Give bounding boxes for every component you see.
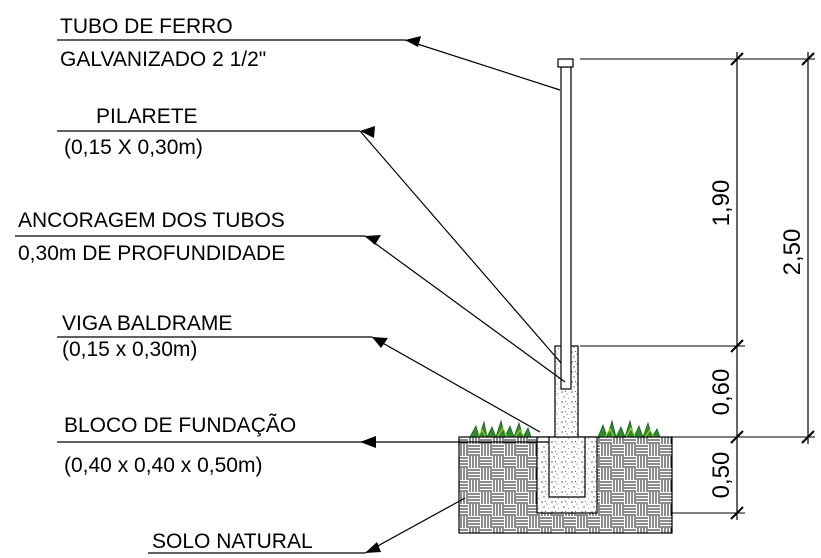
leader-tubo bbox=[404, 39, 561, 91]
label-pilarete-line2: (0,15 X 0,30m) bbox=[64, 136, 203, 159]
leader-viga bbox=[371, 336, 541, 433]
label-viga-line2: (0,15 x 0,30m) bbox=[62, 338, 197, 361]
label-solo-line1: SOLO NATURAL bbox=[152, 530, 313, 553]
arrow-solo bbox=[365, 542, 381, 553]
label-ancoragem-line2: 0,30m DE PROFUNDIDADE bbox=[18, 242, 285, 265]
arrow-bloco bbox=[360, 436, 376, 448]
dim-total-text: 2,50 bbox=[779, 229, 806, 276]
arrow-viga bbox=[372, 337, 388, 348]
tube-cap bbox=[557, 58, 574, 68]
grass-left bbox=[469, 419, 532, 439]
leader-ancoragem bbox=[364, 235, 566, 383]
grass-right bbox=[597, 419, 661, 439]
label-viga-line1: VIGA BALDRAME bbox=[62, 312, 232, 335]
label-bloco-line1: BLOCO DE FUNDAÇÃO bbox=[64, 413, 296, 437]
dim-ticks-inner bbox=[730, 52, 744, 520]
label-ancoragem-line1: ANCORAGEM DOS TUBOS bbox=[18, 209, 285, 232]
label-bloco-line2: (0,40 x 0,40 x 0,50m) bbox=[64, 454, 262, 477]
label-tubo-line2: GALVANIZADO 2 1/2" bbox=[60, 48, 266, 71]
label-pilarete-line1: PILARETE bbox=[96, 105, 198, 128]
dim-upper-text: 1,90 bbox=[708, 180, 735, 227]
dim-ticks-outer bbox=[801, 52, 815, 444]
arrow-pilarete bbox=[360, 126, 375, 138]
steel-tube bbox=[560, 66, 572, 390]
anchor-cavity bbox=[548, 437, 586, 498]
foundation-block bbox=[536, 436, 598, 514]
dim-lower-text: 0,50 bbox=[708, 452, 735, 499]
leader-solo bbox=[364, 497, 466, 554]
arrow-ancoragem bbox=[365, 235, 381, 245]
label-tubo-line1: TUBO DE FERRO bbox=[60, 15, 233, 38]
arrow-tubo bbox=[405, 36, 421, 47]
leader-pilarete bbox=[359, 130, 562, 364]
dim-middle-text: 0,60 bbox=[708, 369, 735, 416]
